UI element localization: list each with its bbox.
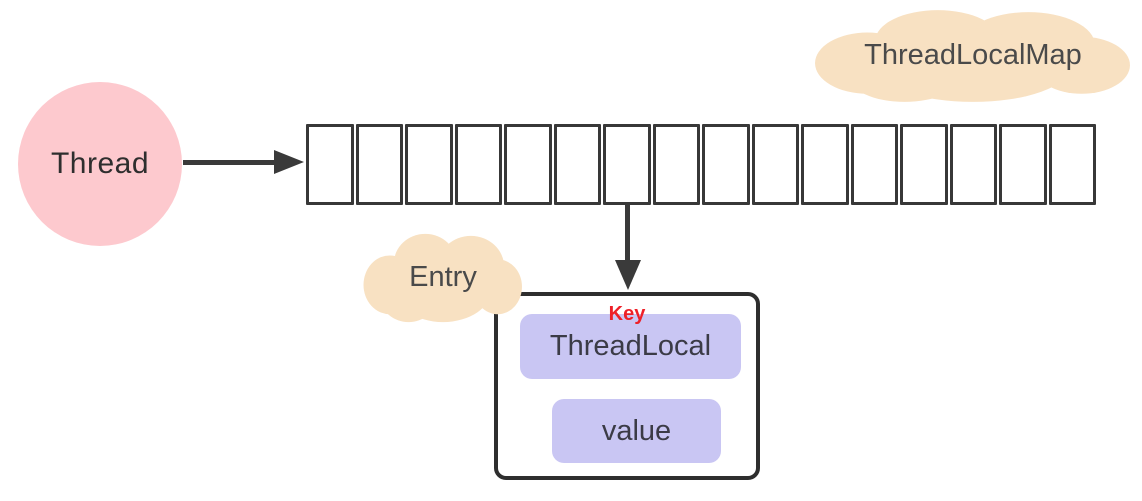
array-cell: [553, 124, 601, 205]
thread-node: Thread: [18, 82, 182, 246]
array-cell: [801, 124, 849, 205]
threadlocal-key-box: ThreadLocal: [520, 314, 741, 379]
threadlocalmap-cloud: ThreadLocalMap: [812, 4, 1134, 106]
entry-cloud-label: Entry: [409, 260, 477, 293]
array-cell: [454, 124, 502, 205]
value-box-label: value: [601, 414, 672, 447]
entry-box: Key ThreadLocal value: [494, 292, 760, 480]
array-cell: [999, 124, 1047, 205]
thread-to-array-arrow-line: [183, 160, 275, 165]
entry-cloud: Entry: [362, 228, 524, 326]
array-cell: [355, 124, 403, 205]
array-cell: [702, 124, 750, 205]
thread-to-array-arrowhead-icon: [274, 150, 304, 174]
array-cell: [652, 124, 700, 205]
threadlocalmap-cloud-label: ThreadLocalMap: [864, 38, 1082, 71]
value-box: value: [552, 399, 721, 463]
array-cell: [1048, 124, 1096, 205]
cloud-icon: [815, 10, 1130, 102]
cloud-icon: [363, 233, 522, 323]
thread-label: Thread: [50, 147, 150, 180]
array-cell: [850, 124, 898, 205]
array-cell: [504, 124, 552, 205]
array-to-entry-arrowhead-icon: [615, 260, 641, 290]
key-label: Key: [608, 303, 646, 325]
threadlocalmap-array: [306, 124, 1096, 205]
array-cell: [306, 124, 354, 205]
array-to-entry-arrow-line: [625, 205, 630, 262]
threadlocal-key-box-label: ThreadLocal: [549, 330, 712, 362]
array-cell: [900, 124, 948, 205]
array-cell: [405, 124, 453, 205]
array-cell: [603, 124, 651, 205]
array-cell: [949, 124, 997, 205]
array-cell: [751, 124, 799, 205]
